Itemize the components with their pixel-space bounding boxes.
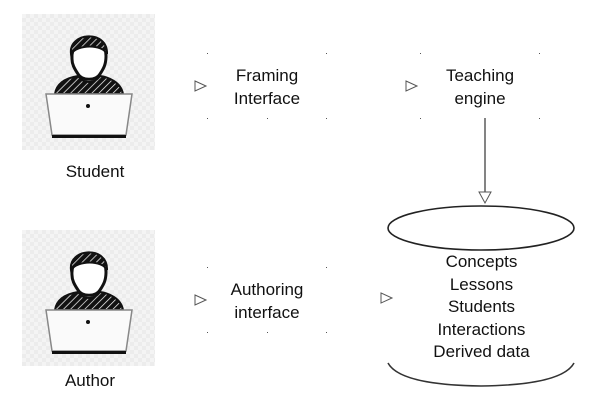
database-bottom xyxy=(387,362,575,387)
database-item: Students xyxy=(447,297,516,317)
database-item: Lessons xyxy=(449,274,514,294)
node-label-line: Framing xyxy=(235,66,299,85)
node-label: Framing Interface xyxy=(207,64,327,110)
database-contents: Concepts Lessons Students Interactions D… xyxy=(388,251,575,364)
arrowhead-down-icon xyxy=(478,191,492,205)
arrowhead-right-icon xyxy=(194,80,208,92)
database-item: Concepts xyxy=(445,252,518,271)
node-teaching-engine: Teaching engine xyxy=(420,53,540,119)
node-label-line: engine xyxy=(454,89,506,108)
student-avatar xyxy=(22,14,155,150)
database-top xyxy=(387,205,575,251)
database-item: Derived data xyxy=(433,342,530,362)
arrowhead-right-icon xyxy=(405,80,419,92)
node-label-line: Interface xyxy=(233,89,301,108)
user-at-laptop-icon xyxy=(45,251,133,354)
node-label-line: Authoring xyxy=(230,280,304,299)
arrowhead-right-icon xyxy=(194,294,208,306)
student-label: Student xyxy=(65,162,125,181)
node-label: Teaching engine xyxy=(420,64,540,110)
node-label-line: interface xyxy=(234,303,300,322)
user-at-laptop-icon xyxy=(45,35,133,138)
node-authoring-interface: Authoring interface xyxy=(207,267,327,333)
node-framing-interface: Framing Interface xyxy=(207,53,327,119)
author-avatar xyxy=(22,230,155,366)
node-label-line: Teaching xyxy=(445,66,515,85)
author-label: Author xyxy=(64,371,116,390)
node-label: Authoring interface xyxy=(207,278,327,324)
database-item: Interactions xyxy=(437,319,526,339)
arrowhead-right-icon xyxy=(380,292,394,304)
